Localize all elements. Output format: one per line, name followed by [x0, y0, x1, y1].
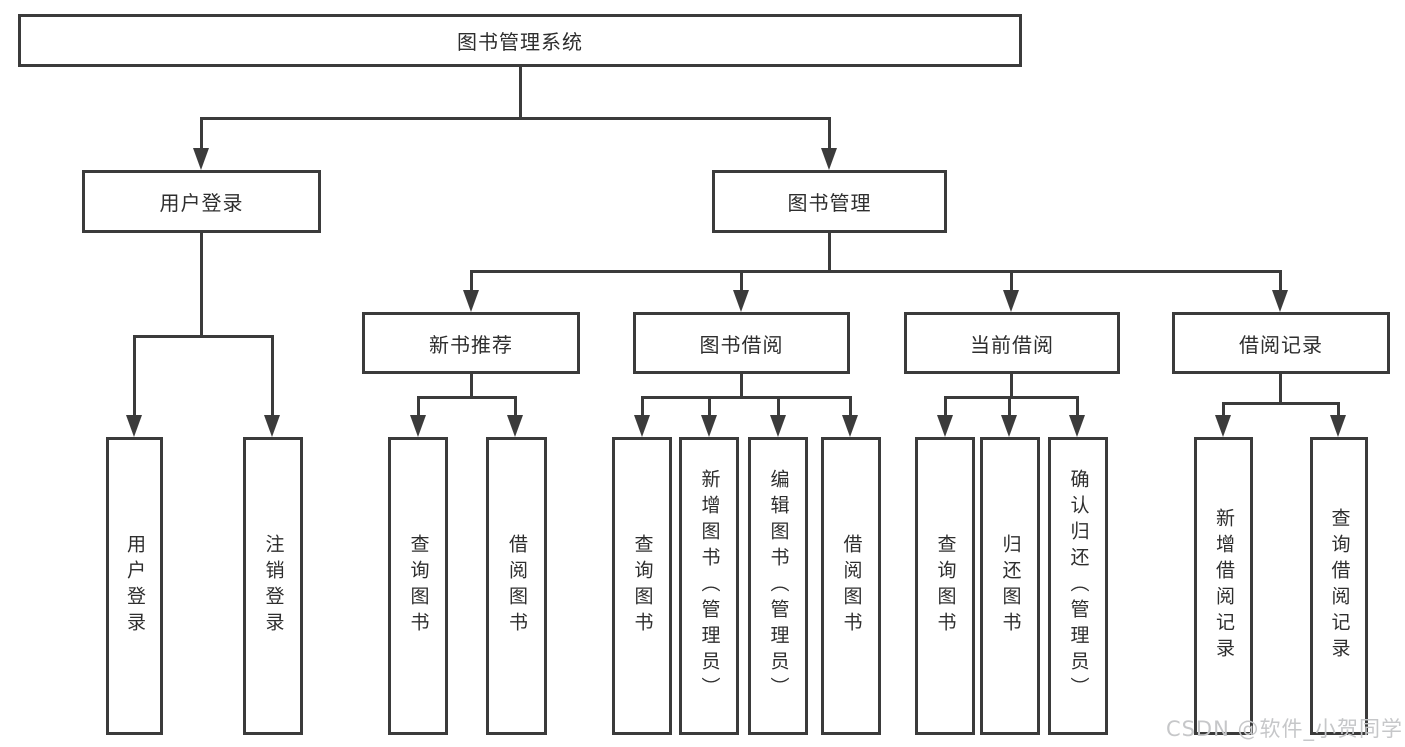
node-borrow-record: 借阅记录 — [1172, 312, 1390, 374]
arrow-down-icon — [1003, 290, 1019, 312]
arrow-down-icon — [770, 415, 786, 437]
arrow-down-icon — [507, 415, 523, 437]
node-label: 当前借阅 — [970, 332, 1054, 357]
node-label: 编辑图书（管理员） — [767, 469, 790, 703]
leaf-query-borrow-record: 查询借阅记录 — [1310, 437, 1368, 735]
arrow-down-icon — [126, 415, 142, 437]
arrow-down-icon — [463, 290, 479, 312]
connector-line — [514, 396, 517, 415]
leaf-query-book-2: 查询图书 — [612, 437, 672, 735]
node-label: 图书借阅 — [699, 332, 784, 357]
connector-line — [828, 233, 831, 273]
connector-line — [1076, 396, 1079, 415]
connector-line — [1279, 270, 1282, 292]
connector-line — [708, 396, 711, 415]
node-label: 归还图书 — [999, 534, 1022, 638]
node-label: 注销登录 — [262, 534, 285, 638]
connector-line — [470, 374, 473, 399]
arrow-down-icon — [821, 148, 837, 170]
connector-line — [849, 396, 852, 415]
node-label: 新增图书（管理员） — [698, 469, 721, 703]
connector-line — [641, 396, 644, 415]
connector-line — [1222, 402, 1225, 415]
arrow-down-icon — [733, 290, 749, 312]
arrow-down-icon — [1272, 290, 1288, 312]
leaf-edit-book-admin: 编辑图书（管理员） — [748, 437, 808, 735]
leaf-confirm-return-admin: 确认归还（管理员） — [1048, 437, 1108, 735]
node-label: 查询图书 — [934, 534, 957, 638]
node-label: 借阅记录 — [1239, 332, 1323, 357]
connector-line — [1279, 374, 1282, 405]
connector-line — [133, 335, 136, 417]
connector-line — [641, 396, 851, 399]
node-label: 借阅图书 — [840, 534, 863, 638]
node-label: 图书管理 — [787, 191, 872, 215]
connector-line — [740, 374, 743, 399]
node-label: 确认归还（管理员） — [1067, 469, 1090, 703]
node-current-borrow: 当前借阅 — [904, 312, 1120, 374]
connector-line — [417, 396, 420, 415]
node-label: 用户登录 — [124, 534, 146, 638]
arrow-down-icon — [842, 415, 858, 437]
connector-line — [271, 335, 274, 417]
leaf-logout: 注销登录 — [243, 437, 303, 735]
leaf-query-book-1: 查询图书 — [388, 437, 448, 735]
arrow-down-icon — [1001, 415, 1017, 437]
leaf-add-book-admin: 新增图书（管理员） — [679, 437, 739, 735]
connector-line — [828, 117, 831, 150]
arrow-down-icon — [701, 415, 717, 437]
leaf-query-book-3: 查询图书 — [915, 437, 975, 735]
arrow-down-icon — [193, 148, 209, 170]
connector-line — [133, 335, 274, 338]
connector-line — [200, 233, 203, 338]
leaf-borrow-book-2: 借阅图书 — [821, 437, 881, 735]
node-label: 查询图书 — [631, 534, 654, 638]
connector-line — [944, 396, 1079, 399]
connector-line — [944, 396, 947, 415]
connector-line — [777, 396, 780, 415]
arrow-down-icon — [1215, 415, 1231, 437]
leaf-user-login: 用户登录 — [106, 437, 163, 735]
arrow-down-icon — [1069, 415, 1085, 437]
leaf-borrow-book-1: 借阅图书 — [486, 437, 547, 735]
node-book-borrow: 图书借阅 — [633, 312, 850, 374]
arrow-down-icon — [410, 415, 426, 437]
node-new-book-recommend: 新书推荐 — [362, 312, 580, 374]
node-label: 用户登录 — [159, 191, 244, 215]
node-label: 查询借阅记录 — [1328, 508, 1351, 664]
node-label: 图书管理系统 — [457, 30, 583, 54]
arrow-down-icon — [937, 415, 953, 437]
arrow-down-icon — [634, 415, 650, 437]
connector-line — [470, 270, 473, 292]
connector-line — [470, 270, 1281, 273]
node-book-management: 图书管理 — [712, 170, 947, 233]
arrow-down-icon — [264, 415, 280, 437]
connector-line — [1010, 374, 1013, 399]
node-user-login: 用户登录 — [82, 170, 321, 233]
leaf-return-book: 归还图书 — [980, 437, 1040, 735]
connector-line — [740, 270, 743, 292]
connector-line — [200, 117, 203, 150]
node-library-management-system: 图书管理系统 — [18, 14, 1022, 67]
arrow-down-icon — [1330, 415, 1346, 437]
node-label: 查询图书 — [407, 534, 430, 638]
node-label: 新增借阅记录 — [1213, 508, 1235, 664]
connector-line — [1222, 402, 1339, 405]
connector-line — [1008, 396, 1011, 415]
leaf-add-borrow-record: 新增借阅记录 — [1194, 437, 1253, 735]
connector-line — [519, 67, 522, 120]
connector-line — [1337, 402, 1340, 415]
node-label: 借阅图书 — [506, 534, 528, 638]
connector-line — [200, 117, 830, 120]
connector-line — [1010, 270, 1013, 292]
csdn-watermark: CSDN @软件_小贺同学 — [1165, 717, 1403, 741]
node-label: 新书推荐 — [429, 332, 513, 357]
connector-line — [417, 396, 517, 399]
